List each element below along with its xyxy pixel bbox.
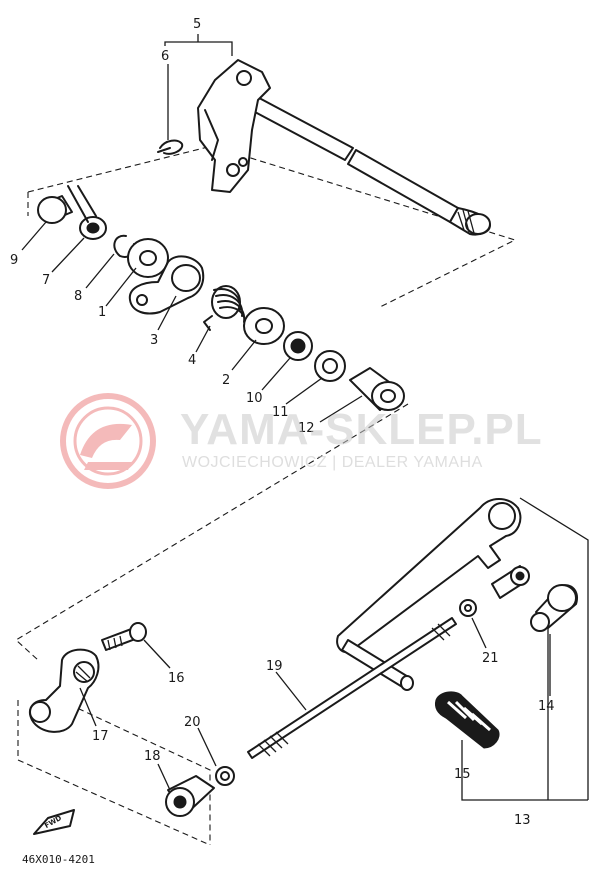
front-arrow-icon [33,809,75,835]
plain-washer [314,350,346,382]
shift-pedal [336,498,522,691]
watermark-logo [60,393,156,489]
shift-shaft [197,59,491,236]
callout-21: 21 [482,651,499,666]
callout-7: 7 [42,273,50,288]
bushing [349,367,405,411]
watermark-title: YAMA-SKLEP.PL [180,405,543,454]
bearing [283,331,313,361]
callout-2: 2 [222,373,230,388]
callout-15: 15 [454,767,471,782]
washer [127,238,169,278]
callout-13: 13 [514,813,531,828]
callout-20: 20 [184,715,201,730]
callout-19: 19 [266,659,283,674]
thrust-washer [243,307,285,345]
watermark-subtitle: WOJCIECHOWICZ | DEALER YAMAHA [182,454,483,471]
pedal-rubber [435,691,500,749]
rod-end-joint [530,584,578,632]
callout-4: 4 [188,353,196,368]
collar [37,195,73,224]
pinch-bolt [101,622,147,651]
callout-1: 1 [98,305,106,320]
callout-11: 11 [272,405,289,420]
oil-seal [67,185,107,240]
diagram-code: 46X010-4201 [22,853,95,866]
rod-nut [215,766,235,786]
callout-3: 3 [150,333,158,348]
callout-10: 10 [246,391,263,406]
assembly-boundaries [15,145,589,846]
callout-8: 8 [74,289,82,304]
circlip [157,139,184,155]
callout-6: 6 [161,49,169,64]
callout-16: 16 [168,671,185,686]
callout-labels: 5 6 9 7 8 1 3 4 2 10 11 12 16 17 18 20 1… [10,17,555,828]
shift-arm [28,648,100,733]
torsion-spring [203,285,246,331]
callout-9: 9 [10,253,18,268]
joint-bolt [491,565,530,599]
callout-12: 12 [298,421,315,436]
rod-joint [165,775,215,817]
leader-lines [21,34,551,791]
shift-lever-arm [128,255,205,315]
lock-nut [459,599,477,617]
callout-17: 17 [92,729,109,744]
callout-14: 14 [538,699,555,714]
callout-5: 5 [193,17,201,32]
callout-18: 18 [144,749,161,764]
shift-rod [247,617,457,759]
